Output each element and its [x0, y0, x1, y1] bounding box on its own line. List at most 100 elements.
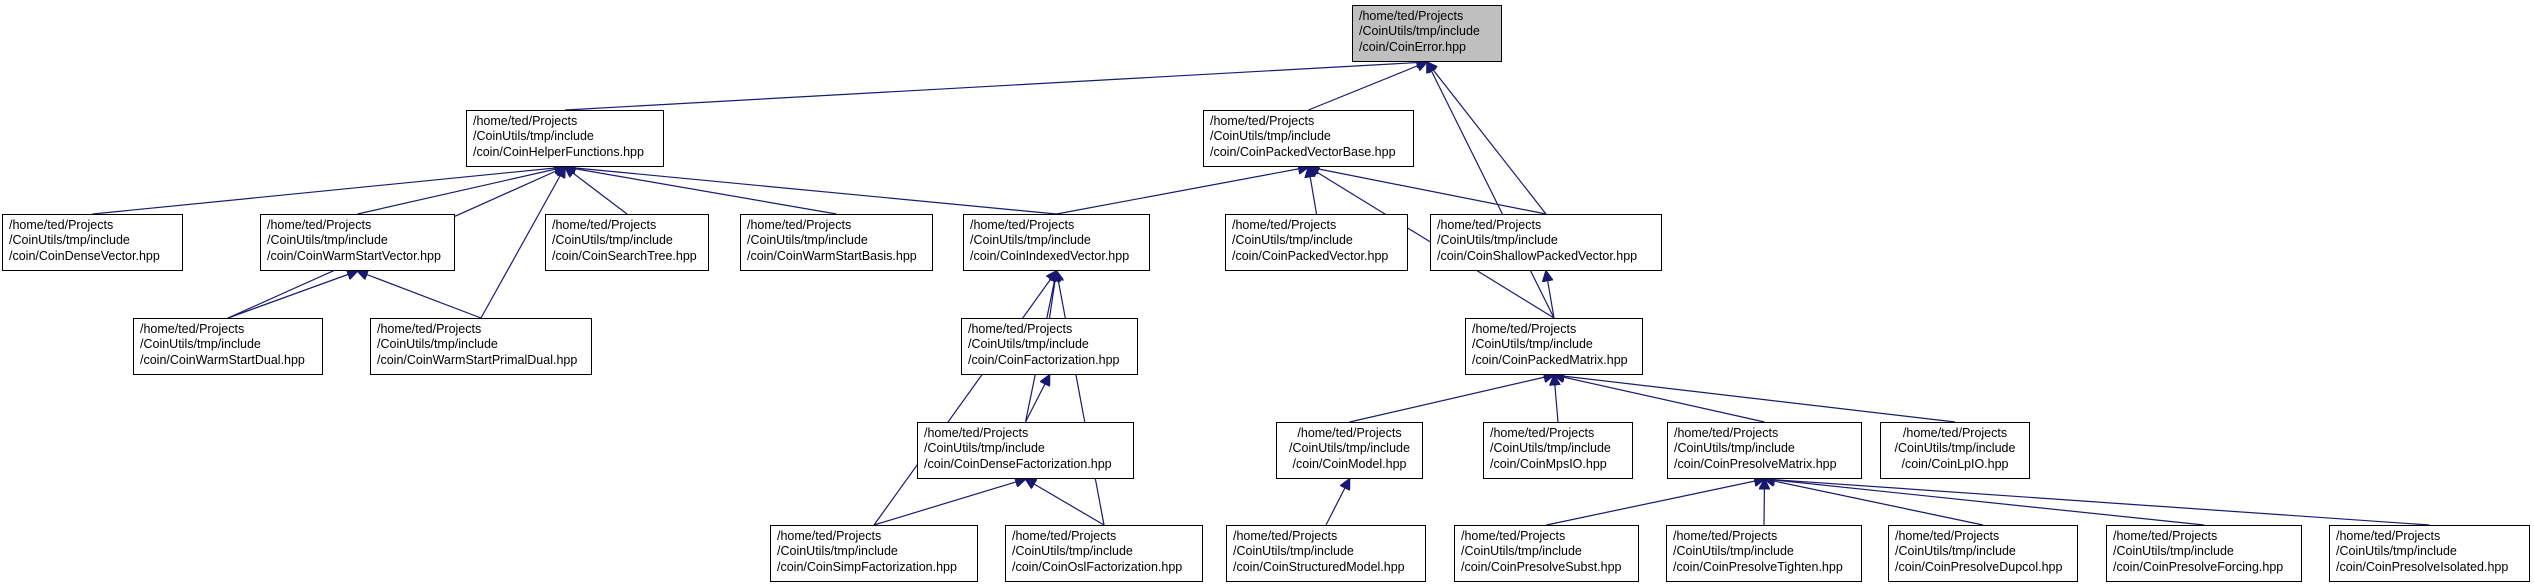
node-label-line: /home/ted/Projects	[1902, 426, 2008, 440]
edge-coin-simp-factorization-to-coin-indexed-vector	[873, 271, 1057, 526]
node-label-line: /coin/CoinError.hpp	[1359, 39, 1467, 54]
edge-coin-search-tree-to-coin-helper-functions	[565, 167, 628, 215]
node-coin-lp-io[interactable]: /home/ted/Projects/CoinUtils/tmp/include…	[1880, 422, 2030, 479]
edge-coin-structured-model-to-coin-model	[1325, 479, 1350, 526]
node-coin-presolve-forcing[interactable]: /home/ted/Projects/CoinUtils/tmp/include…	[2106, 525, 2302, 582]
node-coin-presolve-isolated[interactable]: /home/ted/Projects/CoinUtils/tmp/include…	[2329, 525, 2530, 582]
node-label-line: /home/ted/Projects	[1359, 9, 1464, 23]
node-label-line: /coin/CoinDenseVector.hpp	[9, 248, 160, 263]
node-coin-simp-factorization[interactable]: /home/ted/Projects/CoinUtils/tmp/include…	[770, 525, 978, 582]
node-coin-packed-matrix[interactable]: /home/ted/Projects/CoinUtils/tmp/include…	[1465, 318, 1643, 375]
edge-coin-osl-factorization-to-coin-indexed-vector	[1057, 271, 1105, 526]
node-coin-osl-factorization[interactable]: /home/ted/Projects/CoinUtils/tmp/include…	[1005, 525, 1203, 582]
node-label-line: /CoinUtils/tmp/include	[1359, 24, 1480, 39]
node-coin-search-tree[interactable]: /home/ted/Projects/CoinUtils/tmp/include…	[545, 214, 709, 271]
node-label-line: /coin/CoinPresolveSubst.hpp	[1461, 559, 1622, 574]
edge-coin-packed-matrix-to-coin-error	[1427, 62, 1555, 319]
node-coin-warm-start-basis[interactable]: /home/ted/Projects/CoinUtils/tmp/include…	[740, 214, 933, 271]
node-coin-presolve-matrix[interactable]: /home/ted/Projects/CoinUtils/tmp/include…	[1667, 422, 1862, 479]
node-label-line: /CoinUtils/tmp/include	[1673, 544, 1794, 559]
node-label-line: /coin/CoinFactorization.hpp	[968, 352, 1120, 367]
node-label-line: /home/ted/Projects	[1490, 426, 1595, 440]
node-label-line: /home/ted/Projects	[473, 114, 578, 128]
node-label-line: /coin/CoinPresolveMatrix.hpp	[1674, 456, 1837, 471]
node-label-line: /CoinUtils/tmp/include	[1210, 129, 1331, 144]
node-label-line: /CoinUtils/tmp/include	[777, 544, 898, 559]
node-label-line: /CoinUtils/tmp/include	[1232, 233, 1353, 248]
node-coin-mps-io[interactable]: /home/ted/Projects/CoinUtils/tmp/include…	[1483, 422, 1633, 479]
node-label-line: /home/ted/Projects	[970, 218, 1075, 232]
node-label-line: /CoinUtils/tmp/include	[473, 129, 594, 144]
node-label-line: /coin/CoinPresolveIsolated.hpp	[2336, 559, 2509, 574]
node-coin-presolve-tighten[interactable]: /home/ted/Projects/CoinUtils/tmp/include…	[1666, 525, 1862, 582]
node-label-line: /home/ted/Projects	[1232, 218, 1337, 232]
node-label-line: /CoinUtils/tmp/include	[1289, 441, 1410, 456]
node-label-line: /coin/CoinDenseFactorization.hpp	[924, 456, 1112, 471]
node-label-line: /CoinUtils/tmp/include	[1461, 544, 1582, 559]
node-label-line: /coin/CoinWarmStartDual.hpp	[140, 352, 305, 367]
node-label-line: /CoinUtils/tmp/include	[140, 337, 261, 352]
node-label-line: /home/ted/Projects	[1673, 529, 1778, 543]
node-coin-dense-vector[interactable]: /home/ted/Projects/CoinUtils/tmp/include…	[2, 214, 183, 271]
node-coin-presolve-dupcol[interactable]: /home/ted/Projects/CoinUtils/tmp/include…	[1888, 525, 2078, 582]
node-coin-warm-start-dual[interactable]: /home/ted/Projects/CoinUtils/tmp/include…	[133, 318, 323, 375]
node-label-line: /home/ted/Projects	[747, 218, 852, 232]
edge-coin-warm-start-primal-dual-to-coin-warm-start-vector	[358, 271, 482, 319]
node-label-line: /home/ted/Projects	[1895, 529, 2000, 543]
node-label-line: /coin/CoinPresolveForcing.hpp	[2113, 559, 2284, 574]
node-label-line: /home/ted/Projects	[2113, 529, 2218, 543]
edge-coin-model-to-coin-packed-matrix	[1349, 375, 1555, 423]
node-label-line: /coin/CoinWarmStartPrimalDual.hpp	[377, 352, 578, 367]
node-label-line: /home/ted/Projects	[377, 322, 482, 336]
edge-coin-indexed-vector-to-coin-packed-vector-base	[1056, 167, 1309, 215]
node-label-line: /home/ted/Projects	[267, 218, 372, 232]
node-label-line: /home/ted/Projects	[777, 529, 882, 543]
edge-coin-packed-vector-to-coin-packed-vector-base	[1309, 167, 1318, 215]
node-coin-packed-vector[interactable]: /home/ted/Projects/CoinUtils/tmp/include…	[1225, 214, 1408, 271]
node-label-line: /CoinUtils/tmp/include	[924, 441, 1045, 456]
node-label-line: /coin/CoinPackedVectorBase.hpp	[1210, 144, 1396, 159]
node-label-line: /home/ted/Projects	[1233, 529, 1338, 543]
node-coin-structured-model[interactable]: /home/ted/Projects/CoinUtils/tmp/include…	[1226, 525, 1426, 582]
node-coin-warm-start-vector[interactable]: /home/ted/Projects/CoinUtils/tmp/include…	[260, 214, 455, 271]
node-label-line: /home/ted/Projects	[968, 322, 1073, 336]
node-label-line: /coin/CoinHelperFunctions.hpp	[473, 144, 644, 159]
edge-coin-osl-factorization-to-coin-dense-factorization	[1026, 479, 1105, 526]
node-label-line: /coin/CoinWarmStartVector.hpp	[267, 248, 441, 263]
edge-coin-presolve-isolated-to-coin-presolve-matrix	[1765, 479, 2430, 526]
edge-coin-presolve-forcing-to-coin-presolve-matrix	[1765, 479, 2205, 526]
node-label-line: /coin/CoinPackedVector.hpp	[1232, 248, 1389, 263]
node-label-line: /CoinUtils/tmp/include	[1233, 544, 1354, 559]
node-label-line: /coin/CoinPresolveTighten.hpp	[1673, 559, 1843, 574]
node-coin-helper-functions[interactable]: /home/ted/Projects/CoinUtils/tmp/include…	[466, 110, 664, 167]
node-label-line: /home/ted/Projects	[1210, 114, 1315, 128]
node-coin-packed-vector-base[interactable]: /home/ted/Projects/CoinUtils/tmp/include…	[1203, 110, 1414, 167]
edge-coin-packed-matrix-to-coin-shallow-packed-vector	[1546, 271, 1555, 319]
node-label-line: /home/ted/Projects	[552, 218, 657, 232]
node-label-line: /CoinUtils/tmp/include	[968, 337, 1089, 352]
node-coin-shallow-packed-vector[interactable]: /home/ted/Projects/CoinUtils/tmp/include…	[1430, 214, 1662, 271]
node-label-line: /CoinUtils/tmp/include	[1490, 441, 1611, 456]
node-coin-indexed-vector[interactable]: /home/ted/Projects/CoinUtils/tmp/include…	[963, 214, 1150, 271]
edge-coin-dense-vector-to-coin-helper-functions	[92, 167, 566, 215]
edge-coin-indexed-vector-to-coin-helper-functions	[565, 167, 1057, 215]
node-label-line: /CoinUtils/tmp/include	[1894, 441, 2016, 456]
node-label-line: /coin/CoinModel.hpp	[1292, 456, 1407, 471]
node-label-line: /home/ted/Projects	[140, 322, 245, 336]
node-label-line: /home/ted/Projects	[1297, 426, 1402, 440]
node-coin-presolve-subst[interactable]: /home/ted/Projects/CoinUtils/tmp/include…	[1454, 525, 1639, 582]
edge-coin-mps-io-to-coin-packed-matrix	[1554, 375, 1558, 423]
node-label-line: /home/ted/Projects	[1437, 218, 1542, 232]
node-label-line: /home/ted/Projects	[1012, 529, 1117, 543]
node-label-line: /coin/CoinOslFactorization.hpp	[1012, 559, 1183, 574]
node-coin-warm-start-primal-dual[interactable]: /home/ted/Projects/CoinUtils/tmp/include…	[370, 318, 592, 375]
node-coin-model[interactable]: /home/ted/Projects/CoinUtils/tmp/include…	[1276, 422, 1423, 479]
node-label-line: /coin/CoinWarmStartBasis.hpp	[747, 248, 917, 263]
node-label-line: /home/ted/Projects	[2336, 529, 2441, 543]
edge-coin-shallow-packed-vector-to-coin-packed-vector-base	[1309, 167, 1547, 215]
node-label-line: /coin/CoinIndexedVector.hpp	[970, 248, 1130, 263]
node-coin-dense-factorization[interactable]: /home/ted/Projects/CoinUtils/tmp/include…	[917, 422, 1134, 479]
node-label-line: /coin/CoinPresolveDupcol.hpp	[1895, 559, 2063, 574]
node-coin-factorization[interactable]: /home/ted/Projects/CoinUtils/tmp/include…	[961, 318, 1138, 375]
